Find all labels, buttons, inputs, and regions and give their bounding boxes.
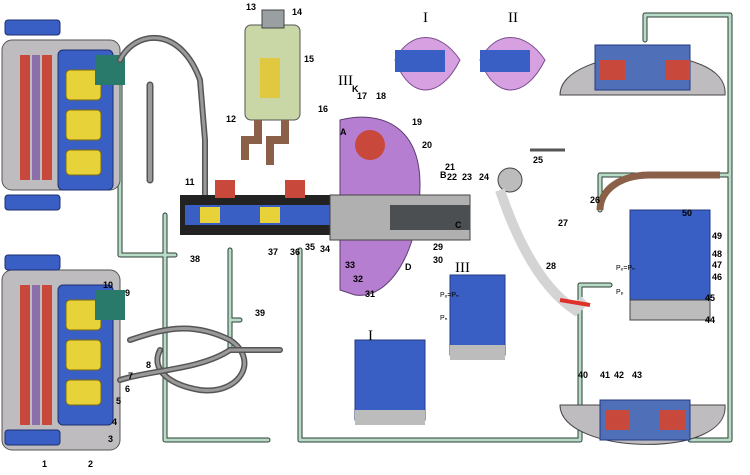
pressure-regulator: [596, 171, 720, 321]
callout-36: 36: [290, 247, 300, 257]
callout-32: 32: [353, 274, 363, 284]
callout-22: 22: [447, 172, 457, 182]
valve-pressure-text-1: Pₑ=Pₙ: [440, 292, 459, 299]
chamber-b-label: B: [440, 170, 447, 180]
regulator-pressure-text-1: Pₑ=Pₙ: [616, 265, 635, 272]
callout-11: 11: [185, 177, 195, 187]
callout-19: 19: [412, 117, 422, 127]
chamber-a-label: A: [340, 127, 347, 137]
callout-8: 8: [146, 360, 151, 370]
arrow-k-label: K: [352, 84, 359, 94]
callout-26: 26: [590, 195, 600, 205]
callout-50: 50: [682, 208, 692, 218]
callout-5: 5: [116, 396, 121, 406]
callout-16: 16: [318, 104, 328, 114]
front-caliper-top: [1, 19, 125, 211]
callout-23: 23: [462, 172, 472, 182]
callout-31: 31: [365, 289, 375, 299]
callout-34: 34: [320, 244, 330, 254]
callout-48: 48: [712, 249, 722, 259]
callout-42: 42: [614, 370, 624, 380]
front-caliper-bottom: [1, 254, 125, 451]
callout-3: 3: [108, 434, 113, 444]
brake-pedal: [495, 148, 591, 317]
callout-21: 21: [445, 162, 455, 172]
valve-pressure-text-2: Pₙ: [440, 315, 448, 322]
callout-38: 38: [190, 254, 200, 264]
callout-45: 45: [705, 293, 715, 303]
callout-6: 6: [125, 384, 130, 394]
roman-label-iii-booster: III: [338, 73, 353, 89]
callout-17: 17: [357, 91, 367, 101]
callout-24: 24: [479, 172, 489, 182]
brake-lines: [117, 12, 733, 443]
callout-30: 30: [433, 255, 443, 265]
valve-inset-i-top: [394, 37, 461, 91]
callout-7: 7: [128, 371, 133, 381]
callout-25: 25: [533, 155, 543, 165]
callout-1: 1: [42, 459, 47, 469]
callout-35: 35: [305, 242, 315, 252]
callout-13: 13: [246, 2, 256, 12]
roman-label-iii-mid: III: [455, 260, 470, 276]
callout-20: 20: [422, 140, 432, 150]
callout-15: 15: [304, 54, 314, 64]
flex-hoses: [117, 35, 283, 394]
callout-46: 46: [712, 272, 722, 282]
callout-47: 47: [712, 260, 722, 270]
callout-37: 37: [268, 247, 278, 257]
rear-drum-top: [559, 44, 726, 96]
callout-33: 33: [345, 260, 355, 270]
callout-10: 10: [103, 280, 113, 290]
valve-inset-i-mid: [354, 339, 426, 425]
regulator-pressure-text-2: Pₚ: [616, 289, 624, 296]
chamber-d-label: D: [405, 262, 412, 272]
callout-14: 14: [292, 7, 302, 17]
callout-12: 12: [226, 114, 236, 124]
roman-label-i-top: I: [423, 10, 428, 26]
callout-4: 4: [112, 417, 117, 427]
rear-drum-bottom: [559, 399, 726, 445]
callout-40: 40: [578, 370, 588, 380]
callout-9: 9: [125, 288, 130, 298]
callout-29: 29: [433, 242, 443, 252]
callout-18: 18: [376, 91, 386, 101]
roman-label-i-mid: I: [368, 328, 373, 344]
callout-41: 41: [600, 370, 610, 380]
callout-39: 39: [255, 308, 265, 318]
vacuum-booster: [329, 116, 471, 296]
callout-27: 27: [558, 218, 568, 228]
valve-inset-iii-mid: [449, 274, 506, 360]
callout-2: 2: [88, 459, 93, 469]
callout-49: 49: [712, 231, 722, 241]
callout-28: 28: [546, 261, 556, 271]
callout-43: 43: [632, 370, 642, 380]
valve-inset-ii-top: [479, 37, 546, 91]
roman-label-ii-top: II: [508, 10, 518, 26]
fluid-reservoir: [241, 9, 301, 165]
master-cylinder: [180, 180, 335, 235]
chamber-c-label: C: [455, 220, 462, 230]
callout-44: 44: [705, 315, 715, 325]
